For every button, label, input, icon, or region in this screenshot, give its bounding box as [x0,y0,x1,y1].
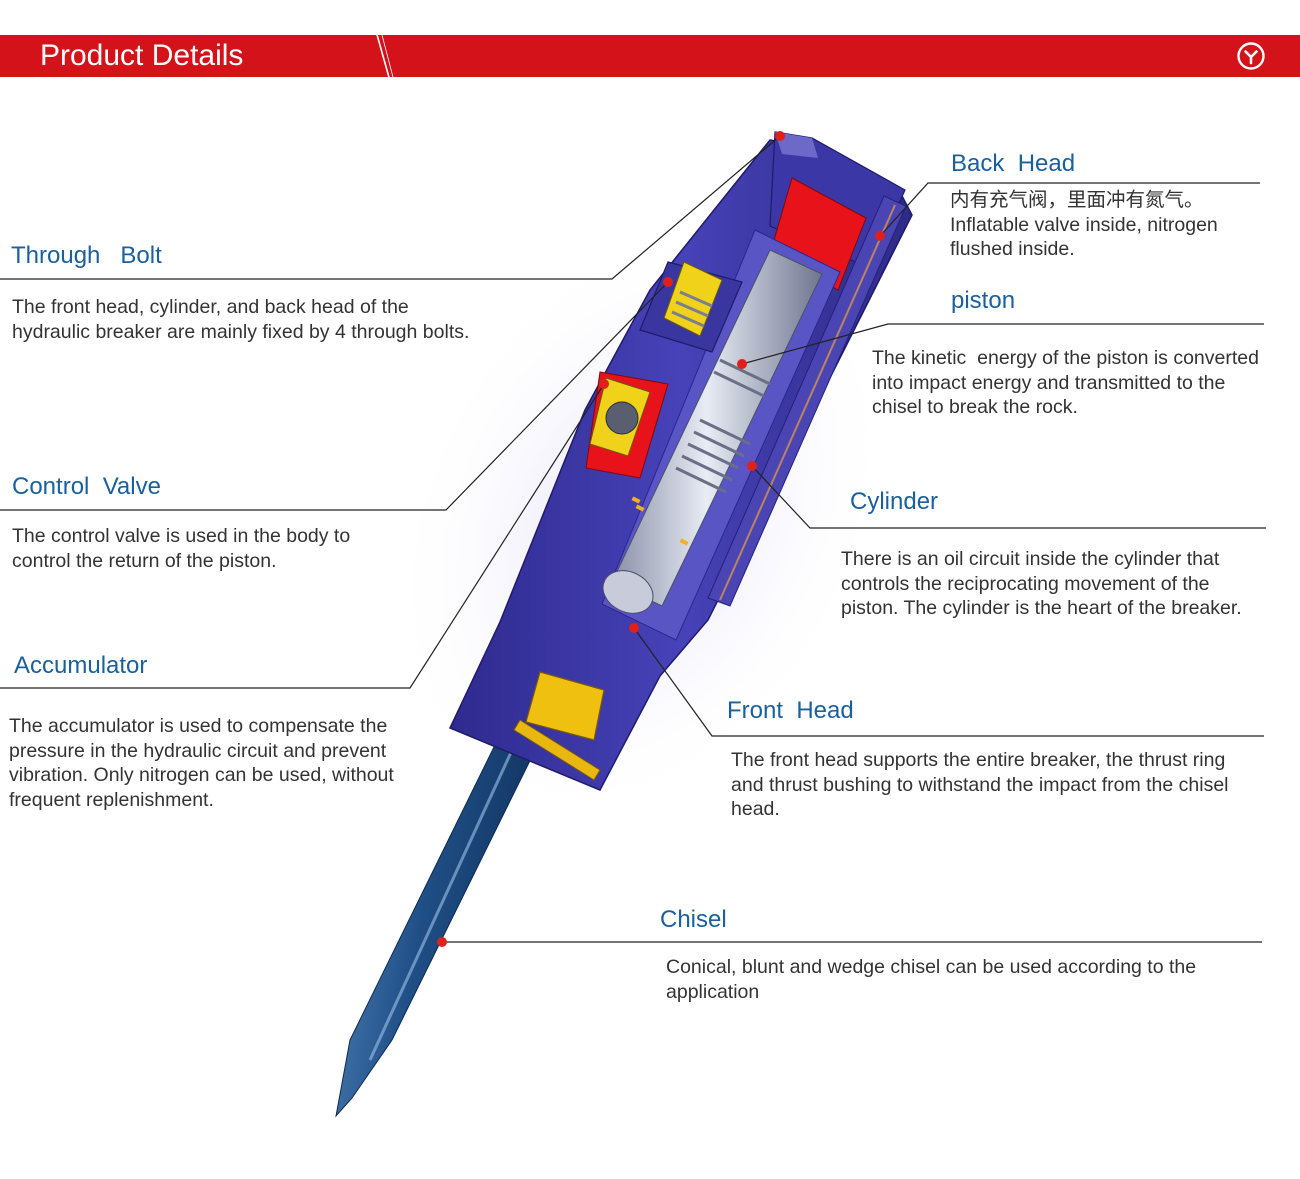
accumulator-desc-line: pressure in the hydraulic circuit and pr… [9,739,387,762]
cylinder-label: Cylinder [850,488,939,515]
side-rod-line [719,204,896,601]
leader-through-bolt [0,135,781,280]
leader-piston [741,323,1264,365]
dot-piston [737,359,747,369]
cylinder-desc-line: controls the reciprocating movement of t… [841,572,1210,595]
dot-through-bolt [775,131,785,141]
dot-chisel [437,937,447,947]
control-valve-spool [605,401,639,435]
cylinder-desc-line: piston. The cylinder is the heart of the… [841,597,1242,619]
back-head-cap [775,132,818,158]
chisel-description: Conical, blunt and wedge chisel can be u… [666,955,1196,1004]
front-head-label: Front Head [727,697,854,724]
oil-port-marks [631,496,689,546]
accumulator-desc-line: vibration. Only nitrogen can be used, wi… [9,764,394,786]
dot-back-head [875,231,885,241]
back-head-description: 内有充气阀，里面冲有氮气。 Inflatable valve inside, n… [950,188,1218,262]
side-rod [707,195,907,607]
accumulator-description: The accumulator is used to compensate th… [9,714,394,812]
back-head-label: Back Head [951,150,1076,177]
leader-lines [0,135,1266,943]
leader-back-head [879,182,1260,237]
accumulator-desc-line: The accumulator is used to compensate th… [9,715,388,737]
through-bolt-label: Through Bolt [11,242,162,269]
back-head-desc-line: flushed inside. [950,238,1075,260]
dot-accumulator [599,379,609,389]
leader-front-head [633,627,1264,737]
piston-desc-line: chisel to break the rock. [872,396,1078,418]
leader-control-valve [0,281,669,511]
chisel-highlight [368,699,537,1061]
control-valve-description: The control valve is used in the body to… [12,524,350,573]
piston-description: The kinetic energy of the piston is conv… [872,346,1259,420]
chevron-down-circle-icon[interactable] [1236,41,1266,71]
front-head-desc-line: The front head supports the entire break… [731,749,1226,771]
back-head-desc-line: Inflatable valve inside, nitrogen [950,213,1218,236]
dot-control-valve [663,277,673,287]
dot-front-head [629,623,639,633]
cylinder-desc-line: There is an oil circuit inside the cylin… [841,548,1220,570]
dot-cylinder [747,461,757,471]
accumulator [525,671,605,741]
leader-accumulator [0,383,605,689]
page-title: Product Details [40,39,244,72]
front-head-desc-line: and thrust bushing to withstand the impa… [731,773,1229,796]
back-head-desc-line: 内有充气阀，里面冲有氮气。 [950,189,1204,211]
through-bolt-threads [671,290,713,328]
accumulator-label: Accumulator [14,652,148,679]
leader-cylinder [751,465,1266,529]
accumulator-rod [513,719,601,781]
control-valve-label: Control Valve [12,473,161,500]
accumulator-desc-line: frequent replenishment. [9,788,214,811]
chisel-desc-line: application [666,980,760,1003]
piston-desc-line: into impact energy and transmitted to th… [872,371,1226,394]
front-head-desc-line: head. [731,798,780,820]
leader-dots [437,131,885,947]
front-head-description: The front head supports the entire break… [731,748,1229,822]
header-bar: Product Details [0,31,1300,81]
through-bolt-desc-line: hydraulic breaker are mainly fixed by 4 … [12,320,470,343]
header-divider [375,31,395,81]
through-bolt-desc-line: The front head, cylinder, and back head … [12,296,409,318]
chisel-label: Chisel [660,906,727,933]
through-bolt-description: The front head, cylinder, and back head … [12,295,469,344]
control-valve-desc-line: The control valve is used in the body to [12,525,351,547]
piston-desc-line: The kinetic energy of the piston is conv… [872,347,1259,369]
piston-label: piston [951,287,1016,314]
piston-head [602,570,654,614]
control-valve-desc-line: control the return of the piston. [12,549,277,572]
chisel-desc-line: Conical, blunt and wedge chisel can be u… [666,956,1197,978]
cylinder-description: There is an oil circuit inside the cylin… [841,547,1242,621]
piston-rings [675,358,771,494]
